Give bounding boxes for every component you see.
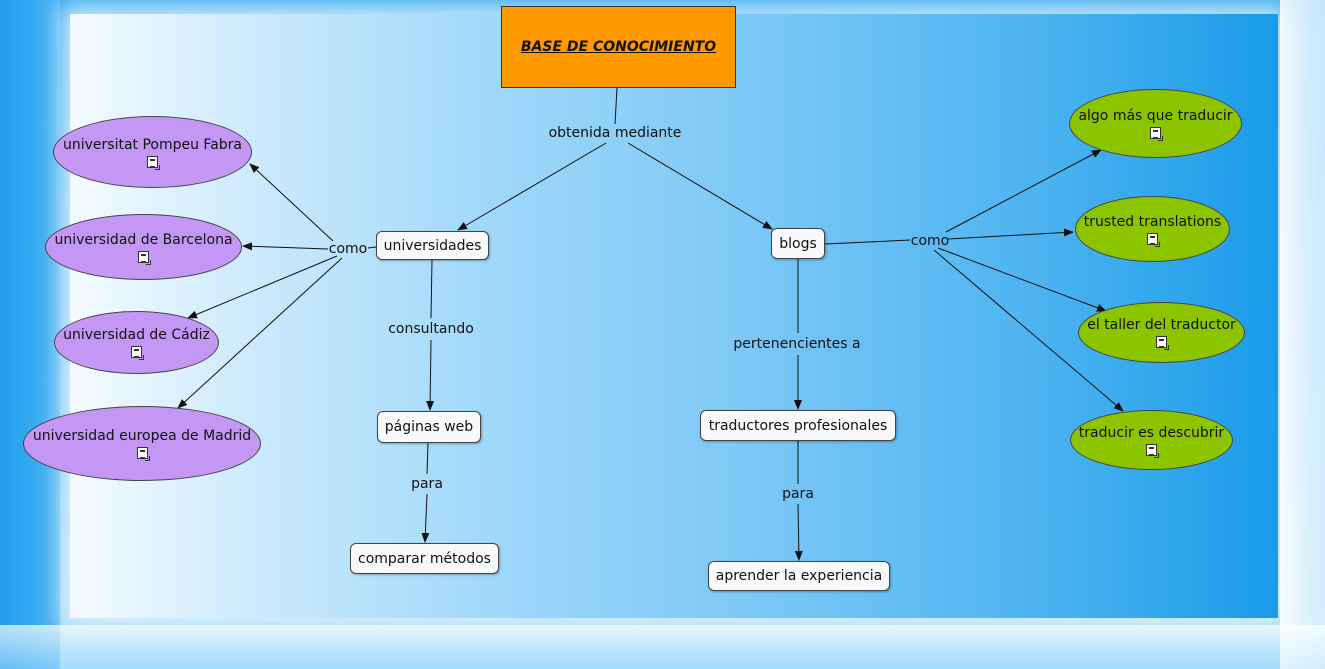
blog-trusted-translations[interactable]: trusted translations xyxy=(1075,196,1230,262)
link-label-para-left: para xyxy=(411,476,443,492)
concept-comparar-metodos[interactable]: comparar métodos xyxy=(350,543,499,574)
concept-blogs-label: blogs xyxy=(779,235,817,252)
link-como-ub xyxy=(242,242,329,251)
concept-aprender-la-experiencia-label: aprender la experiencia xyxy=(715,568,883,584)
university-universidad-de-barcelona[interactable]: universidad de Barcelona xyxy=(45,214,242,280)
concept-traductores-profesionales-label: traductores profesionales xyxy=(708,417,888,434)
blog-label: traducir es descubrir xyxy=(1078,424,1225,441)
concept-traductores-profesionales[interactable]: traductores profesionales xyxy=(700,410,896,441)
document-icon[interactable] xyxy=(1150,127,1163,141)
university-universidad-de-cadiz[interactable]: universidad de Cádiz xyxy=(54,311,219,374)
concept-blogs[interactable]: blogs xyxy=(771,228,825,259)
document-icon[interactable] xyxy=(147,155,160,170)
document-icon[interactable] xyxy=(1146,443,1159,458)
concept-aprender-la-experiencia[interactable]: aprender la experiencia xyxy=(708,561,890,591)
university-label: universidad europea de Madrid xyxy=(32,428,252,444)
link-para-comparar xyxy=(421,493,430,543)
blog-label: algo más que traducir xyxy=(1078,108,1233,124)
link-to-blogs xyxy=(627,142,773,230)
link-como-upf xyxy=(249,163,334,242)
university-universitat-pompeu-fabra[interactable]: universitat Pompeu Fabra xyxy=(53,116,252,188)
concept-universidades[interactable]: universidades xyxy=(376,231,489,260)
concept-universidades-label: universidades xyxy=(383,237,482,254)
concept-paginas-web[interactable]: páginas web xyxy=(377,411,481,443)
document-icon[interactable] xyxy=(1147,232,1160,247)
blog-el-taller-del-traductor[interactable]: el taller del traductor xyxy=(1078,302,1245,363)
link-como-taller xyxy=(937,247,1107,312)
document-icon[interactable] xyxy=(131,346,144,360)
link-universidades-consultando xyxy=(430,259,433,319)
link-label-pertenencientes-a: pertenencientes a xyxy=(733,336,861,352)
root-label: BASE DE CONOCIMIENTO xyxy=(520,39,717,55)
left-border-glow xyxy=(0,0,60,669)
link-label-como-left: como xyxy=(328,241,368,257)
link-como-traducir xyxy=(933,249,1124,412)
link-blogs-como xyxy=(824,239,911,245)
document-icon[interactable] xyxy=(1156,336,1169,350)
document-icon[interactable] xyxy=(138,250,151,265)
link-para-aprender xyxy=(794,503,803,561)
link-label-como-right: como xyxy=(910,233,950,249)
concept-comparar-metodos-label: comparar métodos xyxy=(358,550,491,567)
university-label: universitat Pompeu Fabra xyxy=(62,136,243,153)
link-label-para-right: para xyxy=(782,486,814,502)
link-root-label xyxy=(614,87,618,125)
university-label: universidad de Barcelona xyxy=(54,231,233,248)
link-como-cadiz xyxy=(187,255,338,319)
link-como-madrid xyxy=(177,257,343,409)
document-icon[interactable] xyxy=(136,447,150,461)
link-label-obtenida-mediante: obtenida mediante xyxy=(548,125,682,141)
blog-traducir-es-descubrir[interactable]: traducir es descubrir xyxy=(1070,410,1233,470)
concept-paginas-web-label: páginas web xyxy=(384,419,474,435)
link-universidades-como xyxy=(367,246,377,249)
link-to-universidades xyxy=(457,142,607,231)
root-concept-base-de-conocimiento[interactable]: BASE DE CONOCIMIENTO xyxy=(501,6,736,88)
university-universidad-europea-de-madrid[interactable]: universidad europea de Madrid xyxy=(23,406,261,481)
blog-label: el taller del traductor xyxy=(1087,317,1236,333)
link-paginas-para xyxy=(426,442,429,475)
blog-algo-mas-que-traducir[interactable]: algo más que traducir xyxy=(1069,89,1242,158)
bottom-border-glow xyxy=(0,625,1325,669)
link-label-consultando: consultando xyxy=(388,321,474,337)
link-consultando-paginas xyxy=(426,339,435,411)
university-label: universidad de Cádiz xyxy=(63,327,210,343)
link-como-algo xyxy=(945,149,1102,233)
blog-label: trusted translations xyxy=(1083,213,1222,230)
link-como-trusted xyxy=(947,228,1074,240)
right-border-glow xyxy=(1280,0,1325,669)
